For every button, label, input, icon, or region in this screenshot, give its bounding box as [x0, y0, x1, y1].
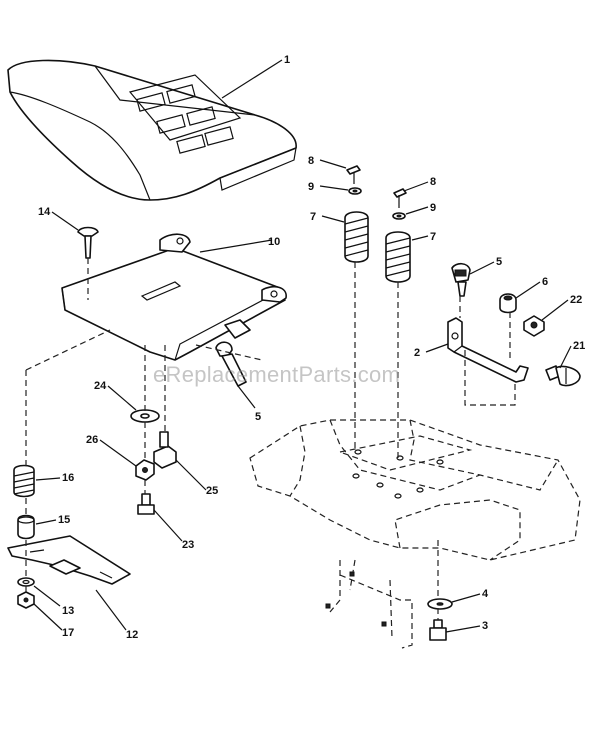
nut-part-22	[523, 315, 545, 337]
washer-part-24	[130, 409, 160, 423]
callout-9-left: 9	[308, 181, 314, 193]
leader-lines	[33, 59, 572, 633]
callout-23: 23	[182, 539, 194, 551]
callout-25: 25	[206, 485, 218, 497]
callout-15: 15	[58, 514, 70, 526]
watermark-text: eReplacementParts.com	[153, 362, 401, 387]
bushing-part-6	[499, 293, 517, 314]
callout-2: 2	[414, 347, 420, 359]
washer-part-13	[17, 577, 35, 587]
callout-8-left: 8	[308, 155, 314, 167]
knob-part-5-upper	[451, 262, 471, 297]
hardware-stack-right	[385, 188, 411, 283]
hardware-stack-left	[344, 165, 369, 263]
callout-7-right: 7	[430, 231, 436, 243]
callout-26: 26	[86, 434, 98, 446]
callout-14: 14	[38, 206, 51, 218]
callout-16: 16	[62, 472, 74, 484]
callout-1: 1	[284, 54, 290, 66]
seat-pan-part-10	[61, 233, 287, 361]
callout-12: 12	[126, 629, 138, 641]
nut-part-17	[17, 591, 35, 609]
plate-part-12	[7, 535, 131, 585]
bracket-part-2	[447, 317, 529, 383]
callout-5-lower: 5	[255, 411, 261, 423]
callout-13: 13	[62, 605, 74, 617]
callout-21: 21	[573, 340, 585, 352]
callout-7-left: 7	[310, 211, 316, 223]
nut-part-26	[135, 459, 155, 481]
callout-4: 4	[482, 588, 489, 600]
callout-5-upper: 5	[496, 256, 502, 268]
knob-part-21	[545, 365, 581, 387]
callout-22: 22	[570, 294, 582, 306]
bolt-part-3	[429, 619, 447, 641]
bushing-part-15	[17, 514, 35, 540]
bolt-part-5-lower	[215, 341, 247, 387]
callout-labels: 1 10 14 8 9 7 8 9 7 5 6 22 2 21 5 24 26 …	[38, 54, 585, 641]
bolt-part-14	[77, 226, 99, 259]
callout-17: 17	[62, 627, 74, 639]
callout-24: 24	[94, 380, 107, 392]
seat-part-1	[7, 59, 297, 201]
callout-10: 10	[268, 236, 280, 248]
callout-8-right: 8	[430, 176, 436, 188]
bolt-part-23	[137, 493, 155, 515]
spring-part-16	[13, 464, 35, 498]
tractor-frame-dashed	[249, 419, 581, 649]
washer-part-4	[427, 598, 453, 610]
callout-9-right: 9	[430, 202, 436, 214]
bolt-part-25	[153, 431, 177, 469]
callout-6: 6	[542, 276, 548, 288]
callout-3: 3	[482, 620, 488, 632]
alignment-lines	[25, 258, 516, 620]
